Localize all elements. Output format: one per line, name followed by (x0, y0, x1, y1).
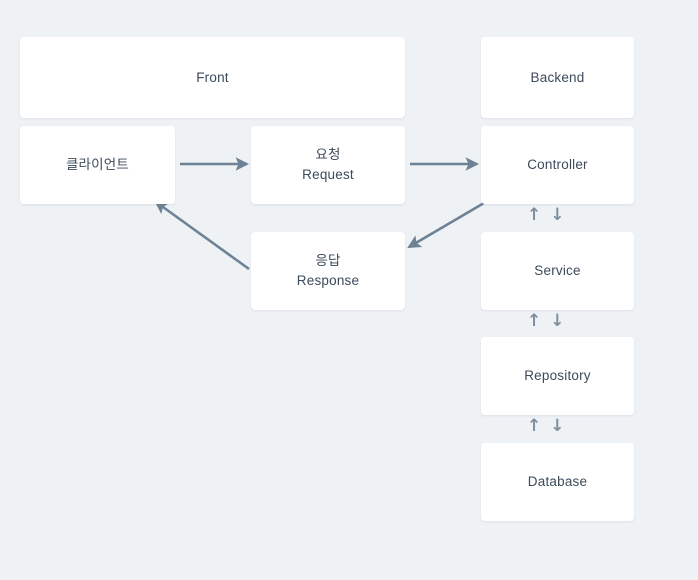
arrow-up-icon: ↑ (527, 416, 542, 436)
node-database[interactable]: Database (481, 443, 634, 521)
node-label-controller: Controller (527, 157, 588, 172)
node-label-front: Front (196, 69, 229, 85)
arrow-down-icon: ↓ (550, 416, 565, 436)
node-label-database: Database (527, 474, 588, 489)
bidirectional-link-controller-service: ↑↓ (527, 207, 565, 224)
arrow-down-icon: ↓ (550, 205, 565, 225)
node-label-repository: Repository (524, 368, 591, 383)
bidirectional-link-service-repository: ↑↓ (527, 313, 565, 330)
node-repository[interactable]: Repository (481, 337, 634, 415)
node-client[interactable]: 클라이언트 (20, 126, 175, 204)
arrow-up-icon: ↑ (527, 311, 542, 331)
node-label-request: 요청 (315, 147, 341, 162)
node-backend[interactable]: Backend (481, 37, 634, 118)
node-sublabel-response: Response (296, 273, 360, 288)
arrow-up-icon: ↑ (527, 205, 542, 225)
edge-response-to-client (154, 200, 250, 271)
node-sublabel-request: Request (302, 167, 354, 182)
node-request[interactable]: 요청 Request (251, 126, 405, 204)
edge-controller-to-response (407, 201, 485, 249)
arrow-down-icon: ↓ (550, 311, 565, 331)
node-label-client: 클라이언트 (65, 157, 130, 172)
node-label-service: Service (534, 263, 581, 278)
node-controller[interactable]: Controller (481, 126, 634, 204)
node-label-response: 응답 (315, 253, 341, 268)
node-response[interactable]: 응답 Response (251, 232, 405, 310)
bidirectional-link-repository-database: ↑↓ (527, 418, 565, 435)
node-front[interactable]: Front (20, 37, 405, 118)
node-label-backend: Backend (530, 69, 585, 85)
node-service[interactable]: Service (481, 232, 634, 310)
